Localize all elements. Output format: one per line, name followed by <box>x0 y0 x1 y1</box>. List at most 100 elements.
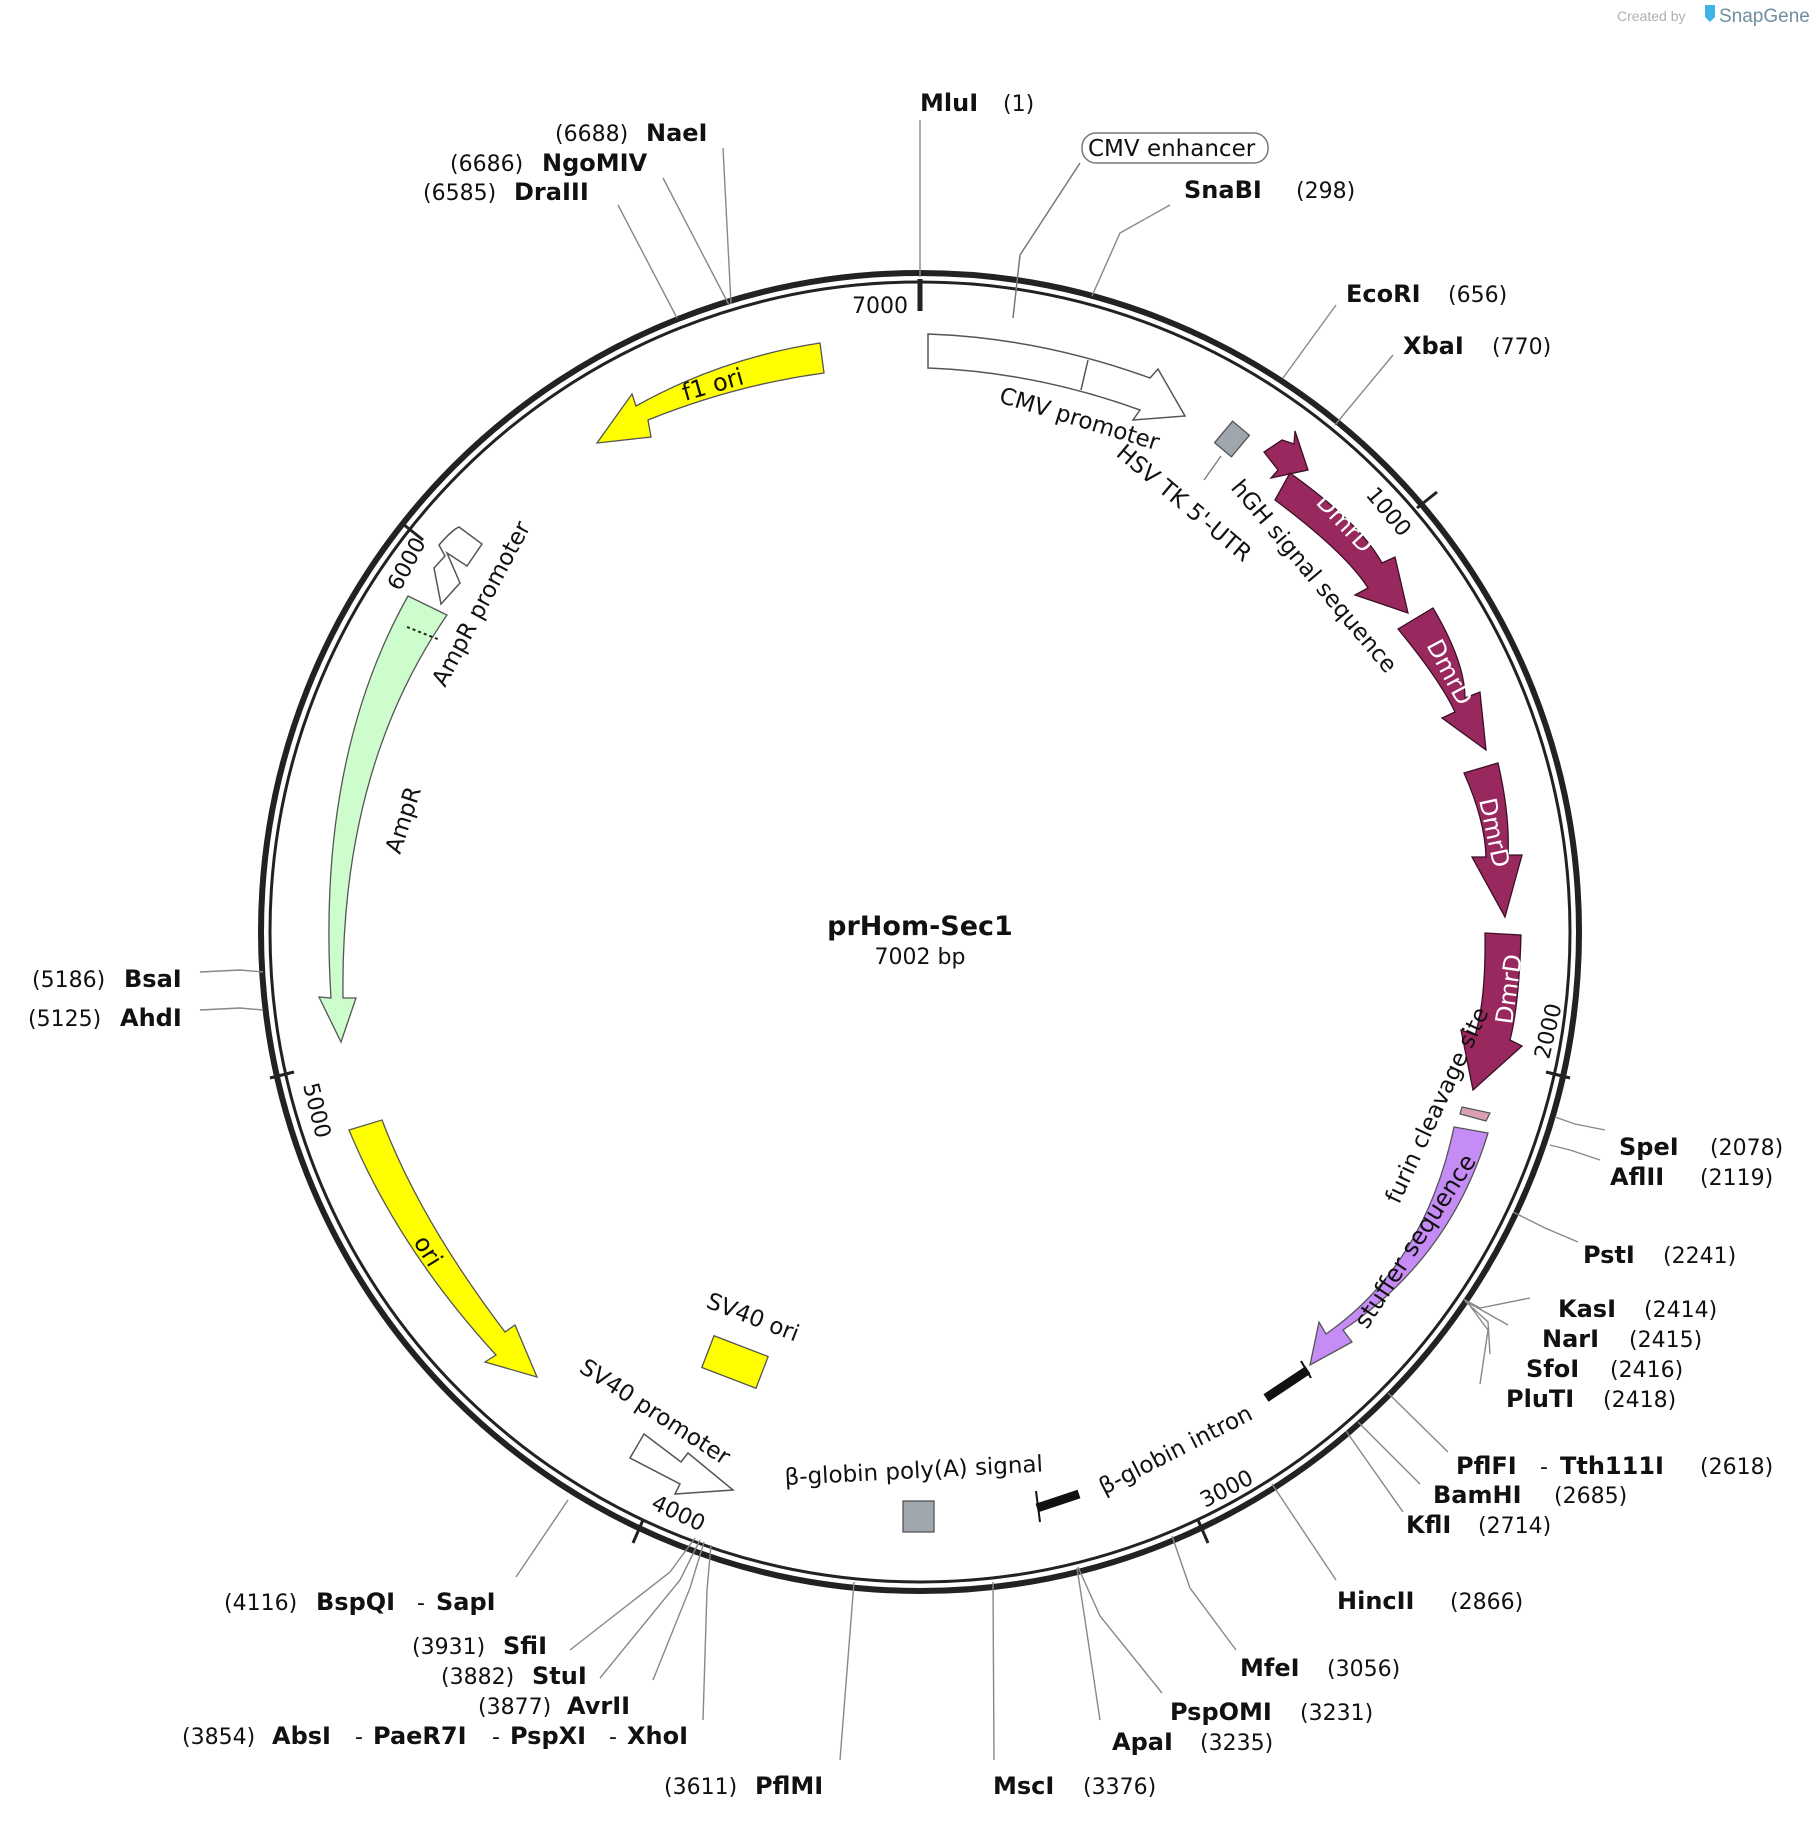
site-pspomi[interactable]: PspOMI (3231) <box>1170 1698 1373 1726</box>
created-by-label: Created by <box>1617 8 1685 24</box>
site-pos-sfoi: (2416) <box>1610 1358 1683 1383</box>
site-aflii[interactable]: AflII (2119) <box>1610 1163 1773 1191</box>
site-pos-draiii: (6585) <box>423 181 496 206</box>
site-ecori[interactable]: EcoRI (656) <box>1346 280 1507 308</box>
site-bamhi[interactable]: BamHI (2685) <box>1433 1481 1627 1509</box>
site-pos-snabi: (298) <box>1296 179 1355 204</box>
site-sep-bspqi: - <box>417 1591 425 1616</box>
feature-hsv-tk-utr[interactable] <box>1213 420 1251 458</box>
site-name-pluti: PluTI <box>1506 1385 1574 1413</box>
site-name-pflmi: PflMI <box>755 1772 823 1800</box>
cmv-enhancer-label-box <box>1081 132 1269 164</box>
feature-sv40-ori[interactable] <box>700 1334 770 1390</box>
site-apai[interactable]: ApaI (3235) <box>1112 1728 1273 1756</box>
site-name-sapi: SapI <box>436 1588 496 1616</box>
site-name-hincii: HincII <box>1337 1587 1414 1615</box>
site-pos-spei: (2078) <box>1710 1136 1783 1161</box>
feature-furin-site[interactable] <box>1459 1106 1491 1122</box>
site-pos-mlui: (1) <box>1003 92 1034 117</box>
feature-dmrd-4[interactable]: DmrD <box>1460 932 1528 1092</box>
site-pos-psti: (2241) <box>1663 1244 1736 1269</box>
site-name-pspxi: PspXI <box>510 1722 586 1750</box>
feature-dmrd-3[interactable]: DmrD <box>1463 762 1523 919</box>
site-name-naei: NaeI <box>646 119 708 147</box>
site-sfii[interactable]: (3931) SfiI <box>412 1632 547 1660</box>
site-draiii[interactable]: (6585) DraIII <box>423 178 589 206</box>
site-pos-pspomi: (3231) <box>1300 1701 1373 1726</box>
site-pos-pluti: (2418) <box>1603 1388 1676 1413</box>
site-pos-ahdi: (5125) <box>28 1007 101 1032</box>
site-pos-ngomiv: (6686) <box>450 152 523 177</box>
site-pos-stui: (3882) <box>441 1665 514 1690</box>
site-name-nari: NarI <box>1542 1325 1599 1353</box>
site-hincii[interactable]: HincII (2866) <box>1337 1587 1523 1615</box>
feature-ampr[interactable]: AmpR <box>317 595 448 1044</box>
site-stui[interactable]: (3882) StuI <box>441 1662 587 1690</box>
feature-ampr-promoter[interactable] <box>433 526 484 606</box>
site-sep-absi-3: - <box>609 1725 617 1750</box>
site-xbai[interactable]: XbaI (770) <box>1403 332 1551 360</box>
site-ahdi[interactable]: (5125) AhdI <box>28 1004 182 1032</box>
site-snabi[interactable]: SnaBI (298) <box>1184 176 1355 204</box>
site-pos-apai: (3235) <box>1200 1731 1273 1756</box>
site-mfei[interactable]: MfeI (3056) <box>1240 1654 1400 1682</box>
cmv-enhancer-label: CMV enhancer <box>1088 136 1256 162</box>
site-pluti[interactable]: PluTI (2418) <box>1506 1385 1676 1413</box>
site-leader-lines <box>199 120 1606 1761</box>
feature-hgh-signal[interactable] <box>1263 430 1309 480</box>
feature-cmv[interactable] <box>927 333 1187 421</box>
site-name-ahdi: AhdI <box>120 1004 182 1032</box>
site-absi-group[interactable]: (3854) AbsI - PaeR7I - PspXI - XhoI <box>182 1722 688 1750</box>
site-name-snabi: SnaBI <box>1184 176 1262 204</box>
site-nari[interactable]: NarI (2415) <box>1542 1325 1702 1353</box>
site-mlui[interactable]: MluI (1) <box>920 89 1034 117</box>
feature-sv40-promoter[interactable] <box>628 1432 735 1495</box>
site-pos-pflfi: (2618) <box>1700 1455 1773 1480</box>
site-pos-bspqi: (4116) <box>224 1591 297 1616</box>
hsv-tk-utr-label: HSV TK 5'-UTR <box>1111 440 1256 568</box>
feature-bglobin-polya-box[interactable] <box>902 1500 935 1533</box>
site-name-draiii: DraIII <box>514 178 589 206</box>
site-name-stui: StuI <box>532 1662 587 1690</box>
site-naei[interactable]: (6688) NaeI <box>555 119 708 147</box>
site-pos-bsai: (5186) <box>32 968 105 993</box>
site-sfoi[interactable]: SfoI (2416) <box>1526 1355 1683 1383</box>
feature-f1-ori[interactable]: f1 ori <box>595 342 825 444</box>
site-name-bsai: BsaI <box>124 965 182 993</box>
site-pos-hincii: (2866) <box>1450 1590 1523 1615</box>
feature-bglobin-polya-end[interactable] <box>1035 1489 1081 1523</box>
site-ngomiv[interactable]: (6686) NgoMIV <box>450 149 648 177</box>
site-pos-bamhi: (2685) <box>1554 1484 1627 1509</box>
site-sep-absi-1: - <box>355 1725 363 1750</box>
site-pos-naei: (6688) <box>555 122 628 147</box>
site-name-apai: ApaI <box>1112 1728 1173 1756</box>
tick-label-4000: 4000 <box>647 1491 708 1537</box>
site-kfli[interactable]: KflI (2714) <box>1406 1511 1551 1539</box>
feature-ori[interactable]: ori <box>348 1119 539 1379</box>
site-msci[interactable]: MscI (3376) <box>993 1772 1156 1800</box>
feature-bglobin-intron[interactable] <box>1263 1360 1312 1402</box>
site-pos-pflmi: (3611) <box>664 1775 737 1800</box>
site-name-bspqi: BspQI <box>316 1588 395 1616</box>
site-pflmi[interactable]: (3611) PflMI <box>664 1772 823 1800</box>
site-name-xbai: XbaI <box>1403 332 1464 360</box>
site-pflfi-tth111i[interactable]: PflFI - Tth111I (2618) <box>1456 1452 1773 1480</box>
feature-dmrd-2[interactable]: DmrD <box>1397 607 1487 752</box>
site-pos-absi: (3854) <box>182 1725 255 1750</box>
site-pos-xbai: (770) <box>1492 335 1551 360</box>
site-sep-absi-2: - <box>492 1725 500 1750</box>
site-name-msci: MscI <box>993 1772 1054 1800</box>
site-kasi[interactable]: KasI (2414) <box>1558 1295 1717 1323</box>
site-psti[interactable]: PstI (2241) <box>1583 1241 1736 1269</box>
site-sep-pflfi: - <box>1540 1455 1548 1480</box>
site-pos-kfli: (2714) <box>1478 1514 1551 1539</box>
site-spei[interactable]: SpeI (2078) <box>1619 1133 1783 1161</box>
site-avrii[interactable]: (3877) AvrII <box>478 1692 630 1720</box>
site-name-avrii: AvrII <box>567 1692 630 1720</box>
site-bsai[interactable]: (5186) BsaI <box>32 965 182 993</box>
site-bspqi-sapi[interactable]: (4116) BspQI - SapI <box>224 1588 496 1616</box>
snapgene-brand[interactable]: SnapGene <box>1719 6 1810 27</box>
tick-4000: 4000 <box>631 1491 709 1544</box>
site-name-pspomi: PspOMI <box>1170 1698 1272 1726</box>
